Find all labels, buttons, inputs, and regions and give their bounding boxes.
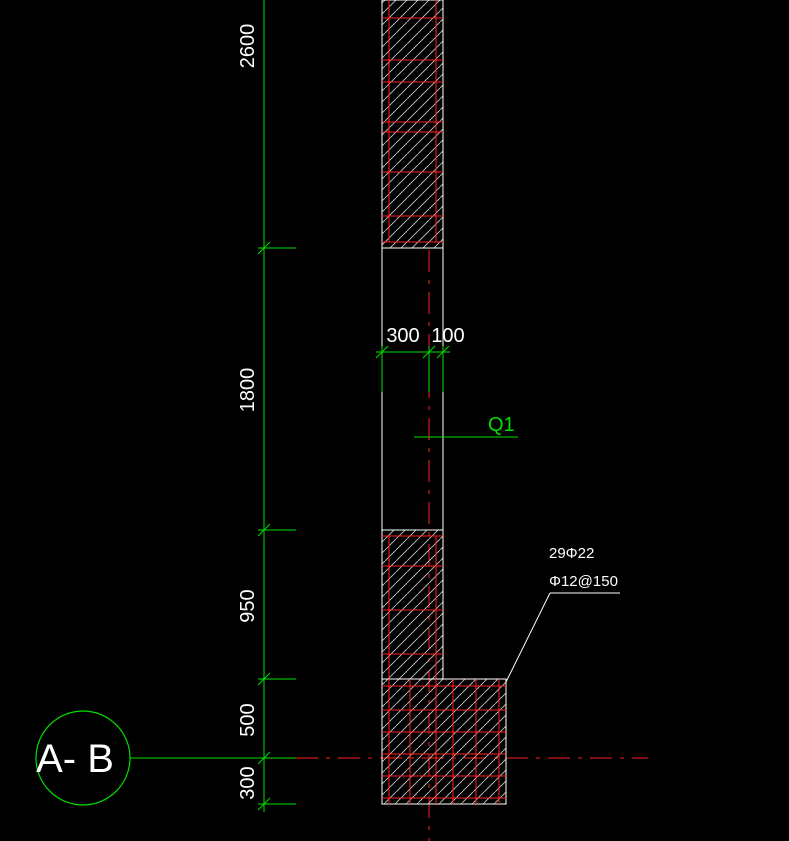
rebar-stirrups: Φ12@150 bbox=[549, 573, 618, 590]
dim-300-vertical: 300 bbox=[237, 766, 259, 799]
vertical-dimension-chain bbox=[257, 0, 296, 812]
base-section bbox=[381, 678, 507, 805]
upper-wall-section bbox=[381, 0, 444, 249]
vertical-dimension-labels: 2600 1800 950 500 300 bbox=[237, 24, 259, 800]
axis-bubble: A- B bbox=[35, 710, 131, 806]
horizontal-dimension bbox=[375, 345, 450, 392]
dim-2600: 2600 bbox=[237, 24, 259, 69]
axis-label: A- B bbox=[36, 737, 114, 781]
dim-1800: 1800 bbox=[237, 368, 259, 413]
wall-label: Q1 bbox=[488, 414, 515, 436]
rebar-main-bars: 29Φ22 bbox=[549, 545, 594, 562]
lower-wall-section bbox=[381, 529, 444, 680]
dim-950: 950 bbox=[237, 589, 259, 622]
rebar-callout-leader bbox=[505, 592, 620, 683]
dim-300-horizontal: 300 bbox=[386, 325, 419, 347]
dim-500: 500 bbox=[237, 703, 259, 736]
wall-opening bbox=[381, 248, 444, 530]
dim-100-horizontal: 100 bbox=[431, 325, 464, 347]
